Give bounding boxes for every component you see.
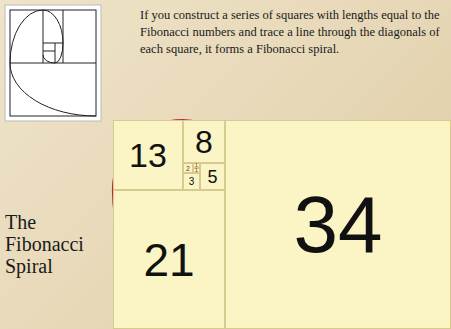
- fibonacci-square: 3: [183, 173, 200, 190]
- fibonacci-square: 21: [113, 190, 225, 329]
- square-number: 3: [189, 177, 195, 187]
- fibonacci-square: 34: [225, 120, 451, 329]
- square-number: 34: [294, 185, 383, 265]
- square-number: 8: [195, 126, 213, 158]
- square-number: 21: [143, 237, 194, 283]
- fibonacci-square: 13: [113, 120, 183, 190]
- square-number: 2: [186, 165, 190, 172]
- square-number: 5: [207, 168, 217, 186]
- square-number: 13: [129, 138, 167, 172]
- description-text: If you construct a series of squares wit…: [140, 7, 444, 58]
- fibonacci-square: 8: [183, 120, 225, 163]
- fibonacci-square: 5: [200, 163, 225, 190]
- slide-title: The Fibonacci Spiral: [5, 211, 105, 277]
- fibonacci-square: 2: [183, 163, 193, 173]
